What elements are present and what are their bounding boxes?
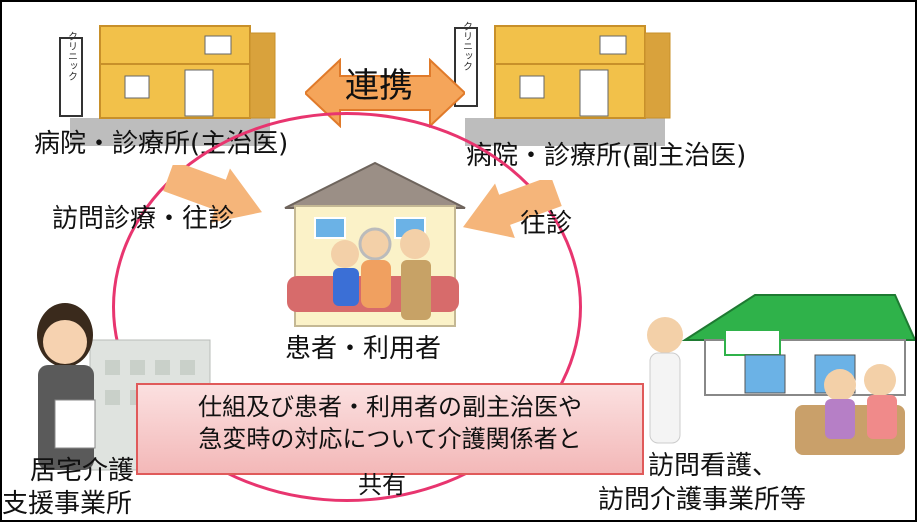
note-line-1: 仕組及び患者・利用者の副主治医や — [198, 393, 582, 421]
hospital-sub-label: 病院・診療所(副主治医) — [466, 141, 747, 171]
nursing-line2: 訪問介護事業所等 — [598, 485, 807, 515]
visit-left-label: 訪問診療・往診 — [52, 204, 235, 234]
note-line-2: 急変時の対応について介護関係者と — [198, 425, 582, 454]
visit-arrow-left — [163, 165, 262, 224]
care-circle — [112, 112, 582, 502]
visiting-nurse-station — [647, 294, 915, 455]
care-support-line2: 支援事業所 — [2, 489, 133, 519]
visit-arrow-right — [463, 180, 562, 239]
svg-text:クリニック: クリニック — [461, 21, 472, 71]
clinic-sub-building: クリニック — [454, 21, 671, 146]
svg-text:クリニック: クリニック — [66, 31, 77, 81]
patient-label: 患者・利用者 — [285, 334, 442, 364]
family-house — [284, 161, 466, 327]
note-line-3: 共有 — [358, 471, 406, 499]
care-support-line1: 居宅介護 — [30, 456, 135, 486]
shared-info-note: 仕組及び患者・利用者の副主治医や 急変時の対応について介護関係者と — [136, 383, 644, 475]
nursing-line1: 訪問看護、 — [648, 451, 779, 481]
renkei-label: 連携 — [345, 66, 413, 106]
clinic-main-building: クリニック — [59, 25, 276, 146]
visit-right-label: 往診 — [520, 209, 573, 239]
